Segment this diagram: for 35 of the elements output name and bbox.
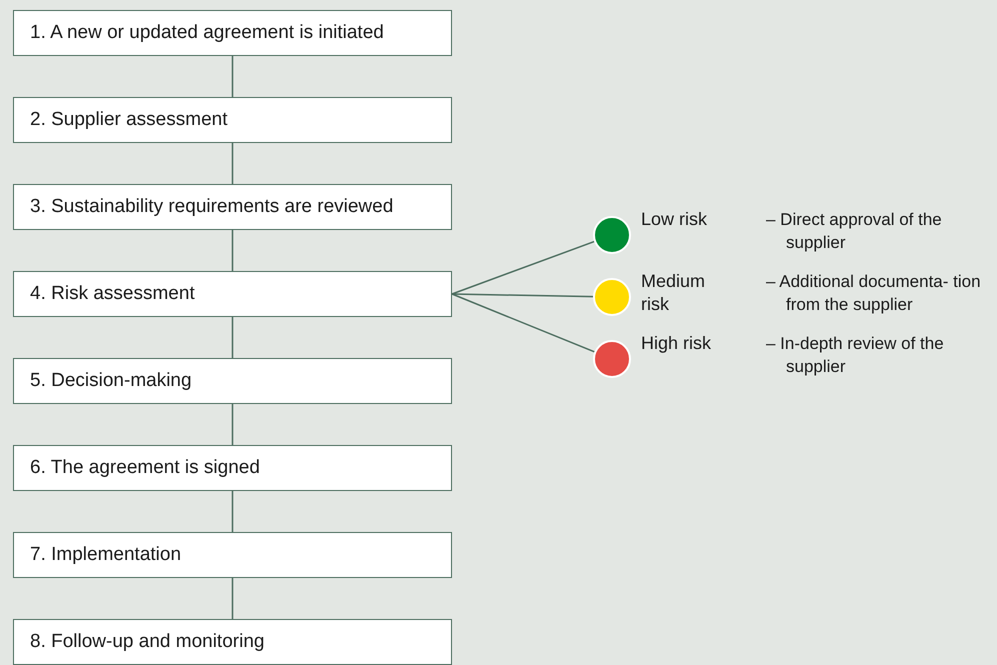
- risk-description: – In-depth review of the supplier: [766, 333, 945, 378]
- connector-line: [232, 317, 234, 358]
- connector-line: [232, 491, 234, 532]
- process-box: [13, 358, 452, 404]
- risk-level-label: Low risk: [641, 208, 708, 231]
- process-box: [13, 97, 452, 143]
- connector-line: [452, 293, 594, 298]
- risk-circle: [593, 216, 631, 254]
- process-box: [13, 619, 452, 665]
- step-label: 8. Follow-up and monitoring: [30, 631, 264, 653]
- connector-line: [232, 578, 234, 619]
- process-box: [13, 532, 452, 578]
- risk-description: – Direct approval of the supplier: [766, 209, 943, 254]
- connector-line: [232, 56, 234, 97]
- process-box: [13, 271, 452, 317]
- step-label: 5. Decision-making: [30, 370, 192, 392]
- process-box: [13, 184, 452, 230]
- risk-level-label: High risk: [641, 332, 712, 355]
- risk-circle: [593, 340, 631, 378]
- connector-line: [452, 240, 594, 295]
- connector-line: [232, 143, 234, 184]
- step-label: 3. Sustainability requirements are reviewed: [30, 196, 394, 218]
- process-box: [13, 445, 452, 491]
- step-label: 6. The agreement is signed: [30, 457, 260, 479]
- risk-description: – Additional documenta- tion from the supplier: [766, 271, 982, 316]
- risk-level-label: Medium risk: [641, 270, 706, 316]
- step-label: 7. Implementation: [30, 544, 182, 566]
- step-label: 1. A new or updated agreement is initiated: [30, 22, 384, 44]
- connector-line: [452, 293, 595, 353]
- step-label: 4. Risk assessment: [30, 283, 195, 305]
- step-label: 2. Supplier assessment: [30, 109, 228, 131]
- process-box: [13, 10, 452, 56]
- connector-line: [232, 230, 234, 271]
- connector-line: [232, 404, 234, 445]
- risk-circle: [593, 278, 631, 316]
